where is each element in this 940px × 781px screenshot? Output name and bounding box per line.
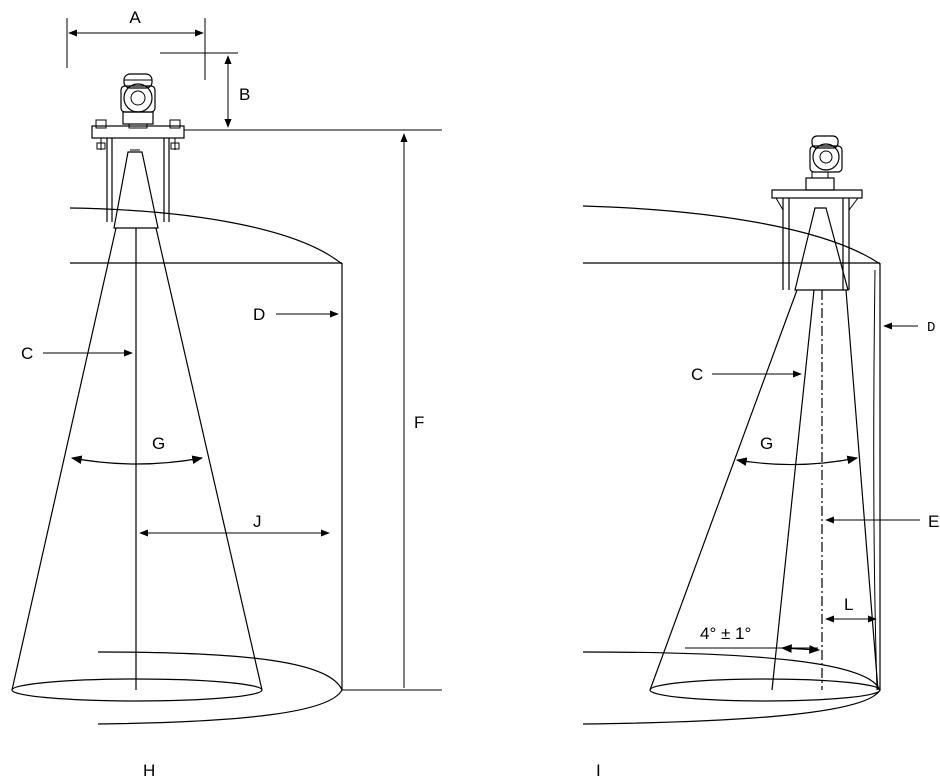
- right-tank-group: C D G E L 4° ± 1° I: [583, 136, 939, 780]
- transmitter-housing-right: [806, 136, 842, 190]
- label-d-right: D: [927, 320, 935, 336]
- label-angle-offset: 4° ± 1°: [700, 624, 751, 643]
- label-j: J: [253, 512, 262, 531]
- label-h: H: [143, 761, 155, 780]
- tank-roof-left: [70, 208, 342, 264]
- label-g-left: G: [152, 434, 165, 453]
- label-f: F: [414, 413, 424, 432]
- tank-bottom-left: [98, 652, 342, 724]
- beam-edge-right-b: [846, 290, 878, 690]
- horn-antenna-left: [114, 152, 158, 228]
- angle-g-arc-left: [72, 458, 202, 464]
- label-a: A: [129, 8, 141, 27]
- tank-roof-right: [583, 206, 880, 264]
- label-d-left: D: [253, 305, 265, 324]
- label-l: L: [844, 595, 853, 614]
- beam-axis-right: [772, 290, 814, 690]
- transmitter-housing-left: [121, 74, 155, 128]
- left-tank-group: A B F D C G J H: [12, 8, 442, 780]
- nozzle-right: [772, 190, 862, 290]
- beam-footprint-right: [650, 679, 880, 701]
- label-i: I: [596, 761, 601, 780]
- label-c-right: C: [691, 365, 703, 384]
- angle-g-arc-right: [737, 458, 857, 465]
- label-c-left: C: [21, 344, 33, 363]
- beam-edge-left-a: [12, 228, 116, 690]
- beam-edge-left-b: [156, 228, 262, 690]
- tank-bottom-right: [583, 652, 880, 724]
- nozzle-left: [92, 120, 184, 222]
- label-e: E: [928, 512, 939, 531]
- beam-footprint-left: [12, 679, 262, 701]
- horn-antenna-right: [795, 208, 848, 290]
- label-b: B: [239, 85, 250, 104]
- label-g-right: G: [760, 434, 773, 453]
